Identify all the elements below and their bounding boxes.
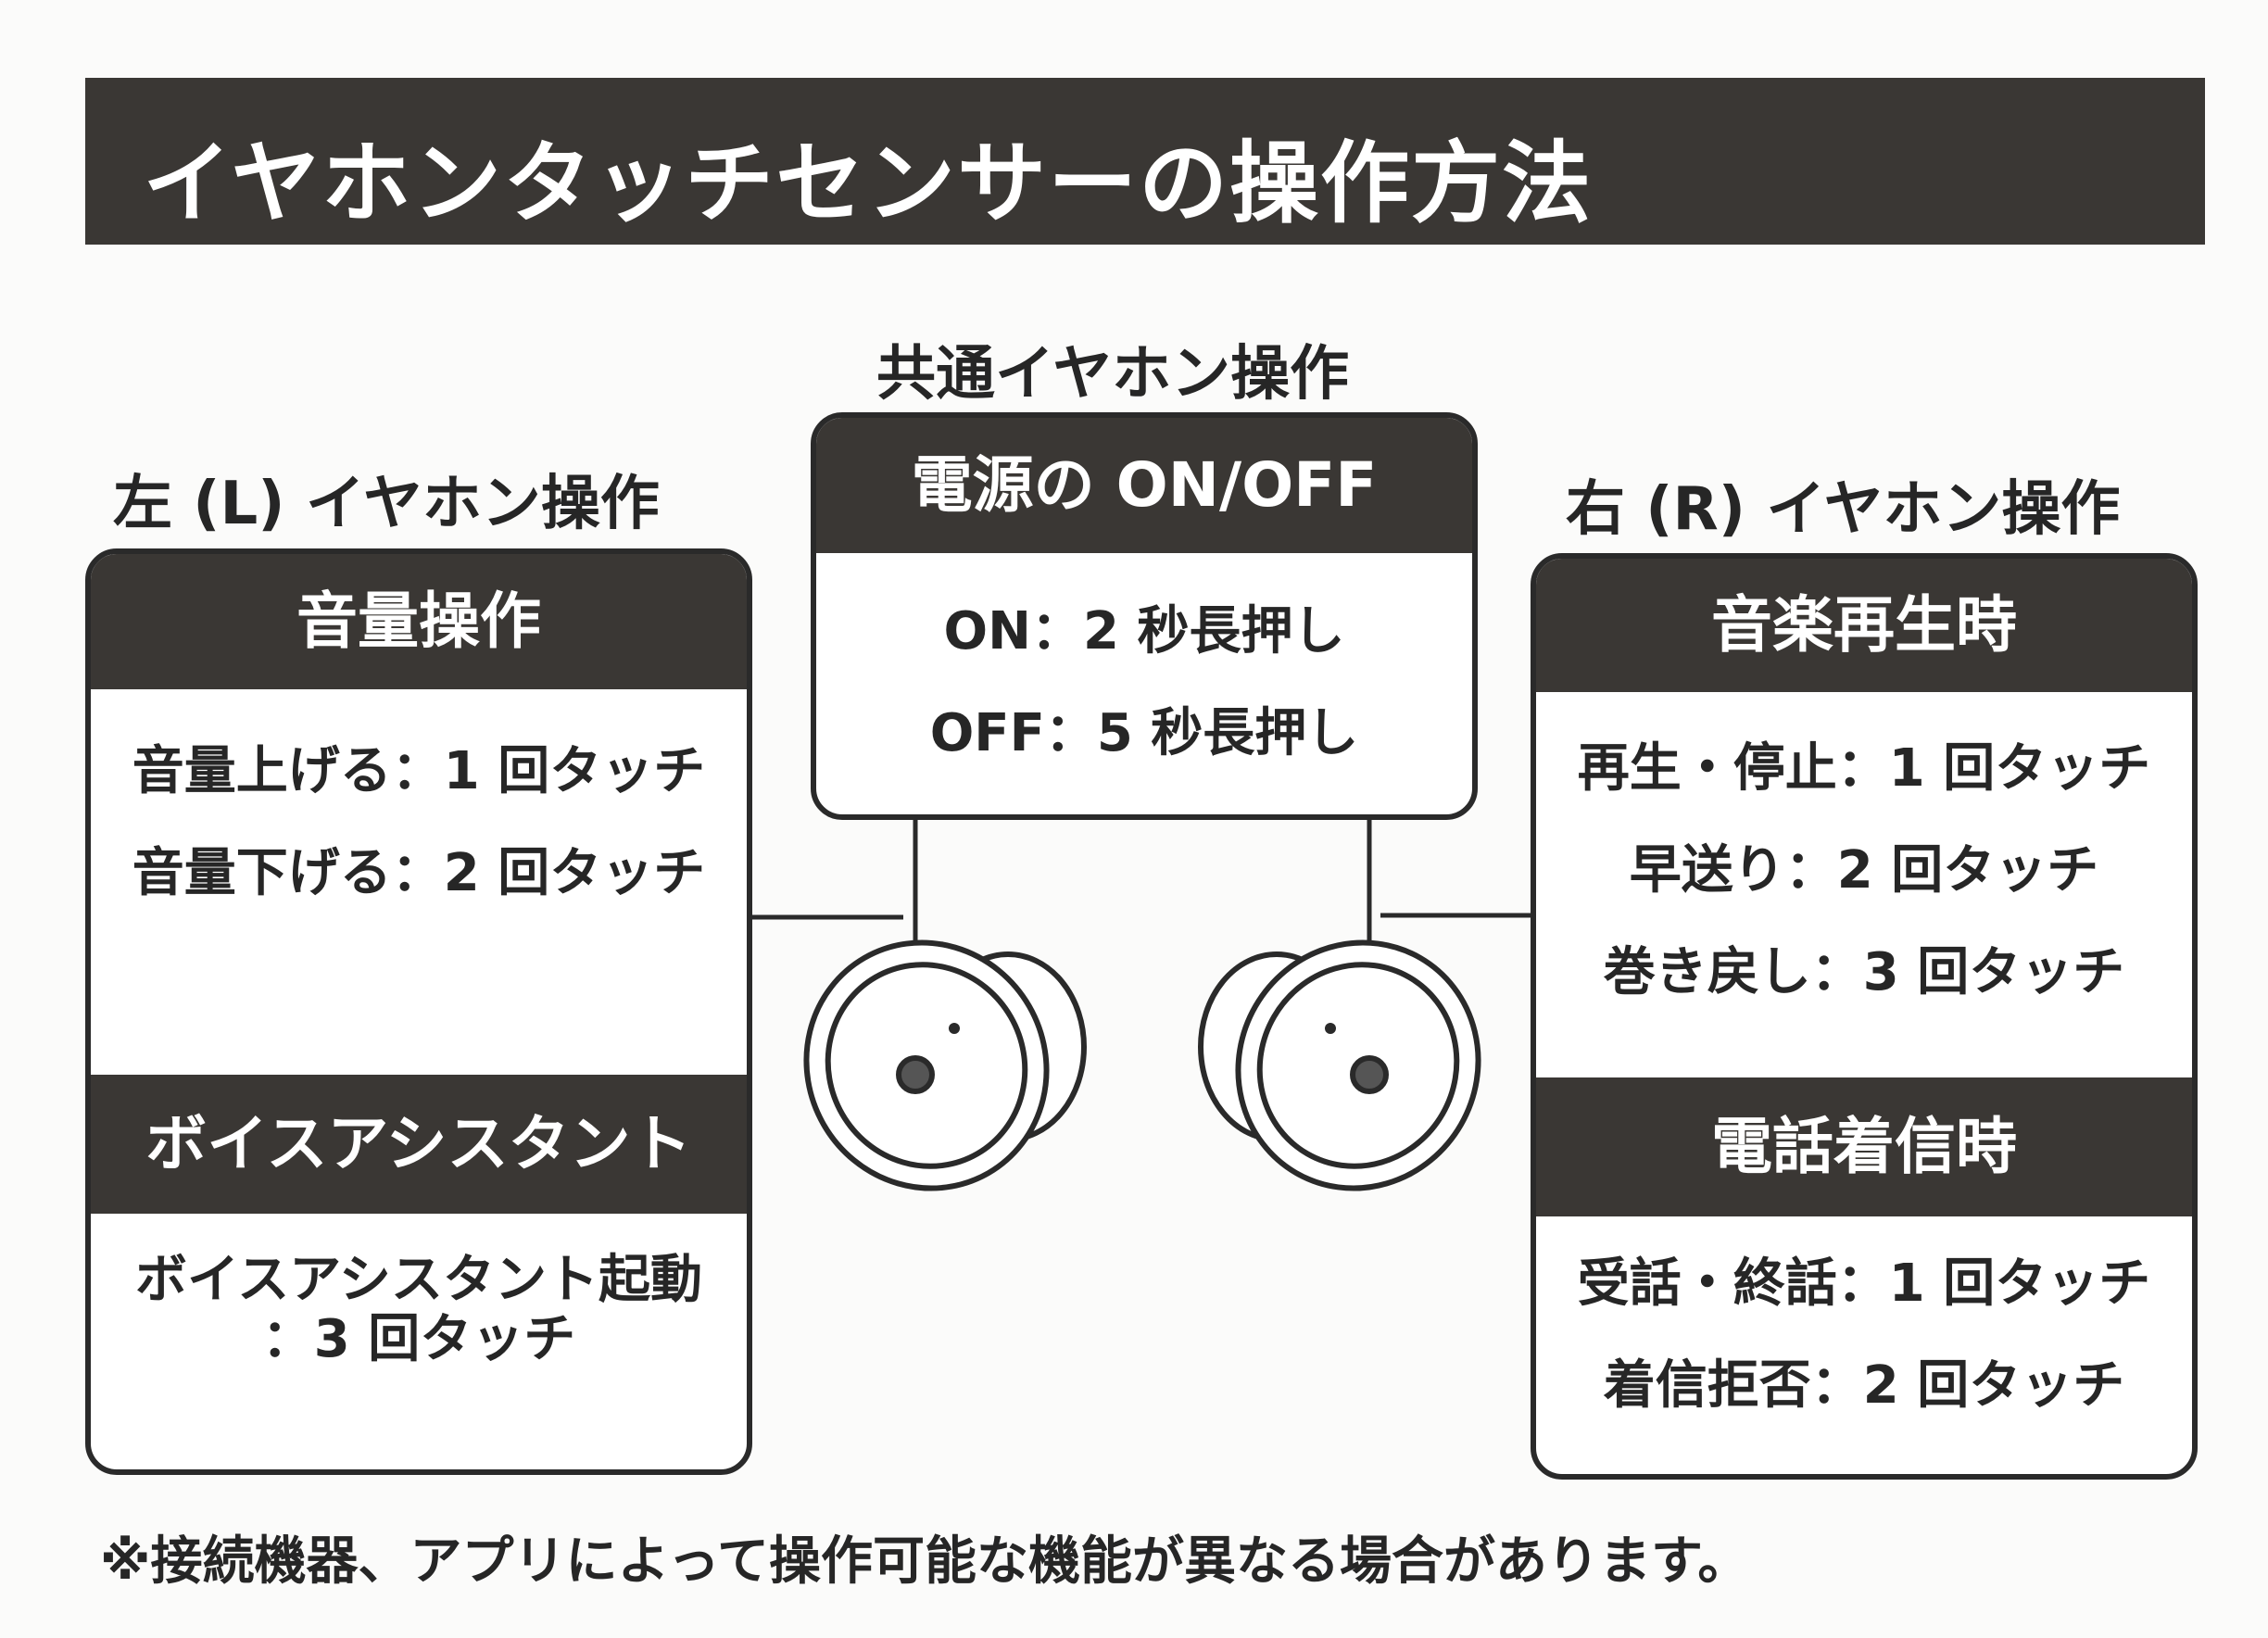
left-earbud-icon [803,939,1087,1191]
title-banner: イヤホンタッチセンサーの操作方法 [85,78,2205,245]
power-box: 電源の ON/OFF ON：2 秒長押し OFF：5 秒長押し [811,412,1478,820]
power-on-line: ON：2 秒長押し [943,601,1345,662]
call-body: 受話・終話：1 回タッチ 着信拒否：2 回タッチ [1536,1233,2192,1437]
power-off-line: OFF：5 秒長押し [929,703,1359,763]
page-title: イヤホンタッチセンサーの操作方法 [143,132,1594,235]
left-group-title: 左 (L) イヤホン操作 [113,470,660,538]
volume-header: 音量操作 [91,554,747,689]
assistant-body: ボイスアシスタント起動 ：3 回タッチ [91,1251,747,1369]
volume-body: 音量上げる：1 回タッチ 音量下げる：2 回タッチ [91,721,747,925]
music-line-1: 再生・停止：1 回タッチ [1577,738,2151,799]
assistant-header: ボイスアシスタント [91,1075,747,1214]
power-header: 電源の ON/OFF [816,418,1472,553]
right-sensor-dot [1350,1055,1389,1094]
music-header: 音楽再生時 [1536,559,2192,692]
right-group-title: 右 (R) イヤホン操作 [1566,475,2121,544]
footnote: ※接続機器、アプリによって操作可能な機能が異なる場合があります。 [100,1531,1750,1592]
left-box: 音量操作 音量上げる：1 回タッチ 音量下げる：2 回タッチ ボイスアシスタント… [85,548,752,1475]
music-line-3: 巻き戻し：3 回タッチ [1603,942,2125,1002]
music-body: 再生・停止：1 回タッチ 早送り：2 回タッチ 巻き戻し：3 回タッチ [1536,718,2192,1024]
right-earbud-icon [1198,939,1481,1191]
volume-down-line: 音量下げる：2 回タッチ [132,843,706,903]
music-line-2: 早送り：2 回タッチ [1629,840,2099,901]
call-header: 電話着信時 [1536,1077,2192,1216]
call-line-2: 着信拒否：2 回タッチ [1603,1355,2125,1416]
right-box: 音楽再生時 再生・停止：1 回タッチ 早送り：2 回タッチ 巻き戻し：3 回タッ… [1531,553,2198,1480]
common-group-title: 共通イヤホン操作 [876,340,1350,409]
volume-up-line: 音量上げる：1 回タッチ [132,741,706,801]
assistant-line-1: ボイスアシスタント起動 [134,1250,703,1310]
power-body: ON：2 秒長押し OFF：5 秒長押し [816,581,1472,785]
call-line-1: 受話・終話：1 回タッチ [1577,1254,2151,1314]
assistant-line-2: ：3 回タッチ [261,1309,576,1369]
left-sensor-dot [896,1055,935,1094]
